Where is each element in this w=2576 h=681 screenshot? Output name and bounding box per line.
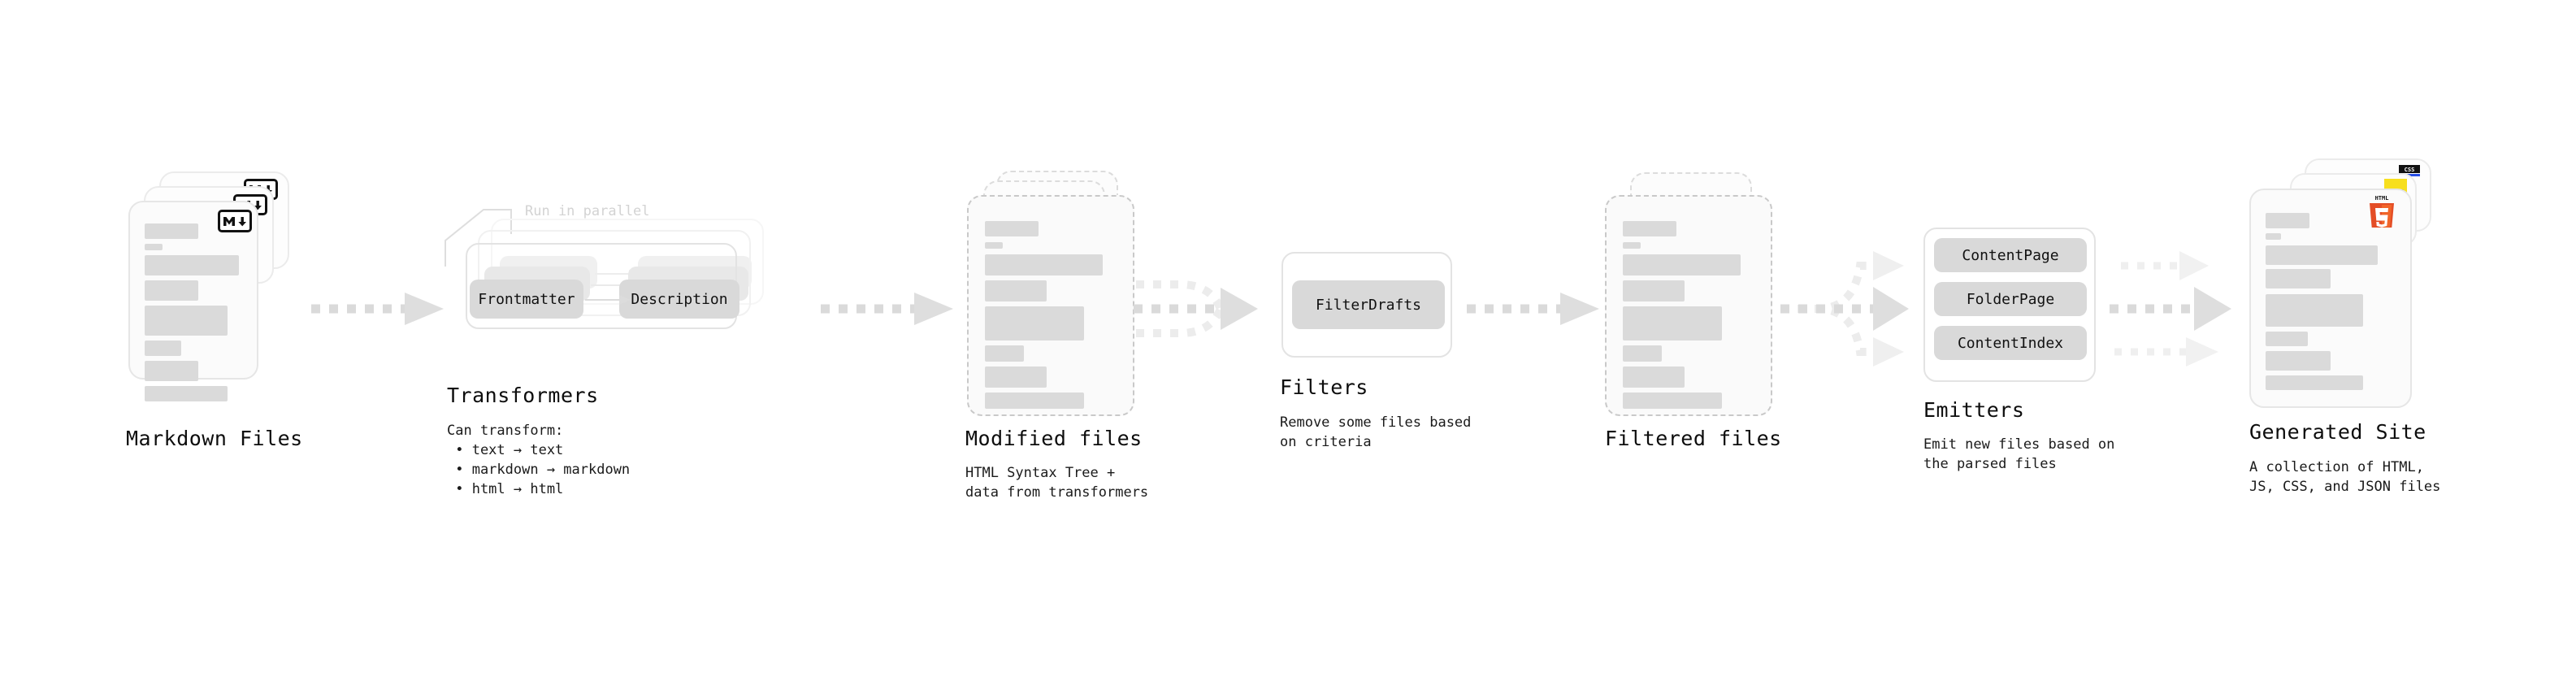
transformer-group-mid <box>478 230 751 316</box>
skeleton-line <box>1623 254 1741 275</box>
stage-subtext-generated-site: A collection of HTML, JS, CSS, and JSON … <box>2249 459 2441 495</box>
connector-transformers-to-modified <box>821 293 953 325</box>
stage-subtext-filters: Remove some files based on criteria <box>1280 414 1472 450</box>
stage-heading-markdown-files: Markdown Files <box>126 427 303 450</box>
stage-heading-modified-files: Modified files <box>965 427 1143 450</box>
transformer-chip-frontmatter[interactable]: Frontmatter <box>470 280 583 319</box>
skeleton-line <box>145 340 181 356</box>
filtered-files-stack: Filtered files <box>1568 0 1893 681</box>
stage-heading-filtered-files: Filtered files <box>1605 427 1782 450</box>
emitter-chip-folderpage[interactable]: FolderPage <box>1934 282 2087 316</box>
skeleton-line <box>1623 242 1641 249</box>
skeleton-line <box>1623 221 1676 236</box>
connector-filters-to-filtered <box>1467 293 1599 325</box>
stage-heading-generated-site: Generated Site <box>2249 420 2426 444</box>
skeleton-line <box>985 345 1024 362</box>
skeleton-line <box>2266 351 2331 371</box>
stage-heading-emitters: Emitters <box>1923 398 2025 422</box>
filters-box <box>1281 252 1452 358</box>
skeleton-line <box>1623 393 1722 409</box>
skeleton-line <box>1623 367 1685 388</box>
generated-site-stack: CSS JS HTML <box>2227 0 2576 681</box>
run-in-parallel-leader <box>445 209 512 267</box>
connector-modified-to-filters <box>1134 280 1258 337</box>
stage-subtext-transformers: Can transform: • text → text • markdown … <box>447 423 631 497</box>
skeleton-line <box>2266 233 2281 240</box>
svg-text:HTML: HTML <box>2375 195 2389 202</box>
svg-text:CSS: CSS <box>2405 167 2415 173</box>
skeleton-line <box>145 244 163 250</box>
filter-chip-filterdrafts[interactable]: FilterDrafts <box>1292 280 1445 329</box>
skeleton-line <box>2266 269 2331 288</box>
transformers-stack: Run in parallel Frontmatter Description … <box>423 0 861 681</box>
emitter-chip-contentpage[interactable]: ContentPage <box>1934 238 2087 272</box>
skeleton-line <box>2266 294 2363 327</box>
skeleton-line <box>2266 332 2308 346</box>
skeleton-line <box>985 393 1084 409</box>
connector-md-to-transformers <box>311 293 444 325</box>
filtered-file-card-front <box>1605 195 1772 416</box>
html5-glyph: HTML <box>2370 195 2394 231</box>
skeleton-line <box>145 361 198 381</box>
skeleton-line <box>2266 375 2363 390</box>
skeleton-line <box>1623 345 1662 362</box>
run-in-parallel-label: Run in parallel <box>525 203 650 219</box>
skeleton-line <box>1623 306 1722 340</box>
modified-files-stack: Modified files HTML Syntax Tree + data f… <box>918 0 1243 681</box>
stage-subtext-modified-files: HTML Syntax Tree + data from transformer… <box>965 465 1149 501</box>
connector-filtered-to-emitters <box>1780 251 1909 367</box>
emitters-box <box>1923 228 2096 382</box>
stage-heading-transformers: Transformers <box>447 384 599 407</box>
skeleton-line <box>985 242 1003 249</box>
skeleton-line <box>985 254 1103 275</box>
stage-subtext-emitters: Emit new files based on the parsed files <box>1923 436 2115 472</box>
skeleton-line <box>985 306 1084 340</box>
html5-badge: HTML <box>2367 193 2396 231</box>
generated-site-card-front <box>2249 189 2412 408</box>
skeleton-line <box>145 280 198 301</box>
skeleton-line <box>1623 280 1685 301</box>
emitters-group: ContentPage FolderPage ContentIndex Emit… <box>1893 0 2235 681</box>
transformer-chip-description[interactable]: Description <box>619 280 739 319</box>
emitter-chip-contentindex[interactable]: ContentIndex <box>1934 326 2087 360</box>
skeleton-line <box>2266 213 2309 228</box>
transformer-inner-arrow-front <box>585 295 631 305</box>
stage-heading-filters: Filters <box>1280 375 1368 399</box>
skeleton-line <box>145 223 198 239</box>
skeleton-line <box>985 280 1047 301</box>
skeleton-line <box>145 255 239 275</box>
modified-file-card-front <box>967 195 1134 416</box>
skeleton-line <box>2266 245 2378 265</box>
skeleton-line <box>985 221 1039 236</box>
markdown-glyph <box>223 216 246 226</box>
skeleton-line <box>145 306 228 336</box>
markdown-badge <box>218 210 252 232</box>
filters-group: FilterDrafts Filters Remove some files b… <box>1251 0 1576 681</box>
skeleton-line <box>145 386 228 401</box>
skeleton-line <box>985 367 1047 388</box>
markdown-files-stack: Markdown Files <box>0 0 341 681</box>
connector-emitters-to-site <box>2110 251 2231 367</box>
